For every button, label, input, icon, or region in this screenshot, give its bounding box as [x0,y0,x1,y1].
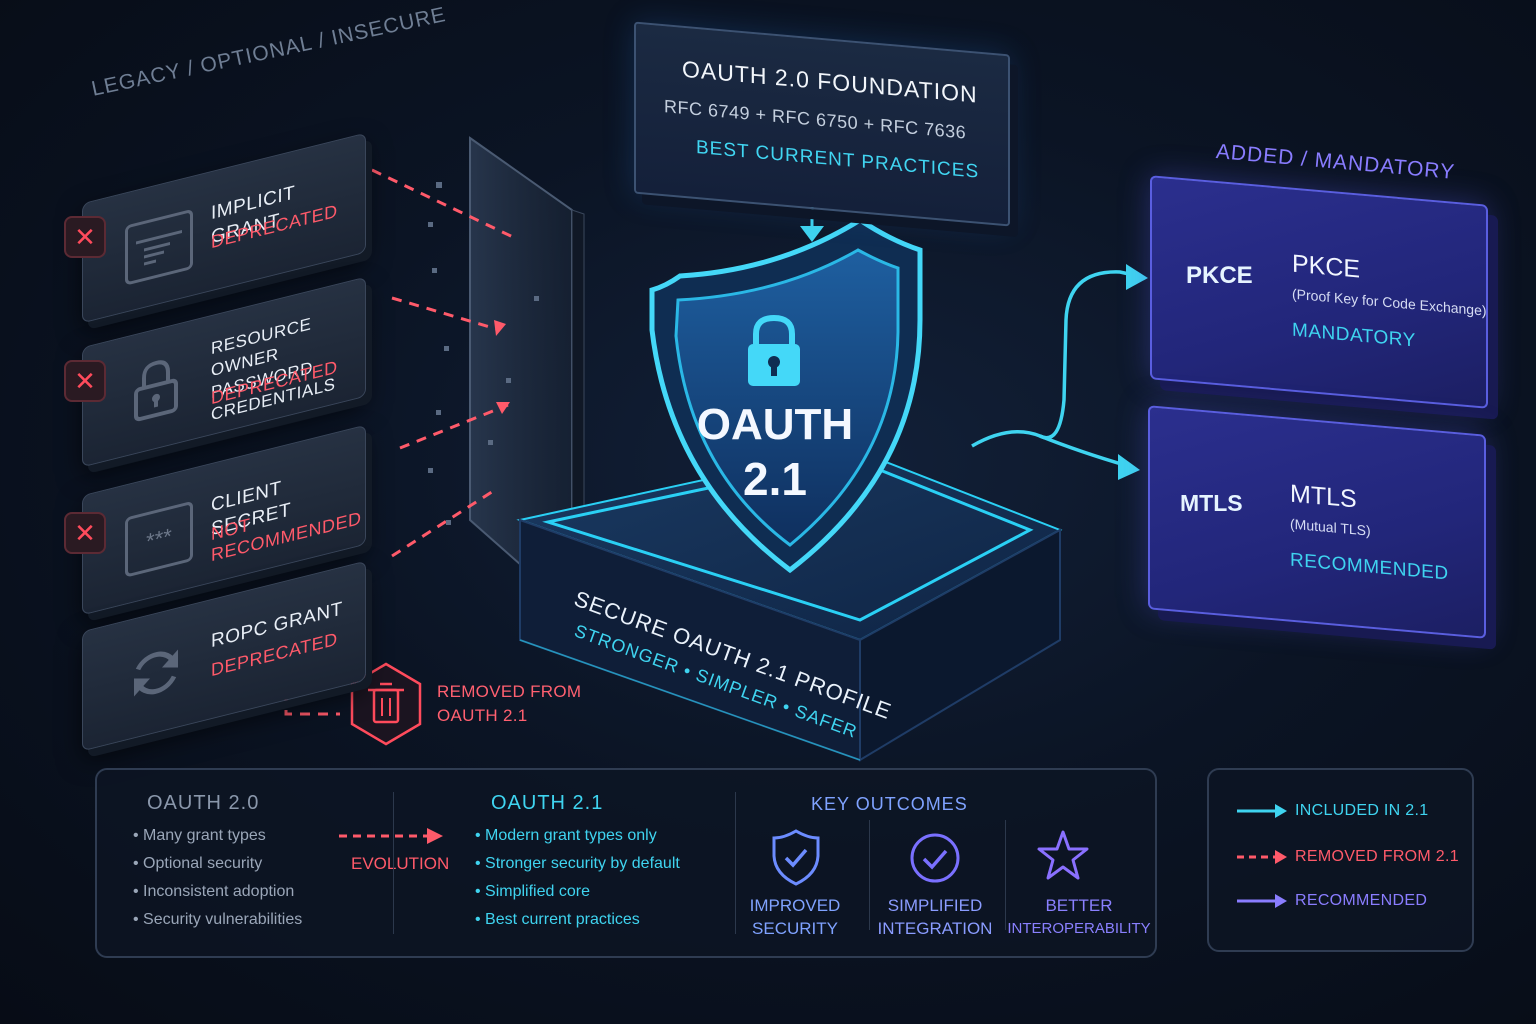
star-icon [1037,830,1089,880]
included-arrows [971,270,1139,468]
shield-title: OAUTH [696,400,854,449]
removed-arrows [284,168,516,716]
foundation-bcp: BEST CURRENT PRACTICES [696,136,980,183]
legacy-card-resource-owner: RESOURCE OWNER PASSWORD CREDENTIALS DEPR… [82,276,366,468]
refresh-icon [125,638,187,707]
outcome-line2: SECURITY [752,919,838,938]
legacy-card-ropc-grant: ROPC GRANT DEPRECATED [82,560,366,752]
legend-removed-label: REMOVED FROM 2.1 [1295,848,1459,865]
summary-panel: OAUTH 2.0 Many grant types Optional secu… [95,768,1157,958]
legacy-card-implicit-grant: IMPLICIT GRANT DEPRECATED [82,132,366,324]
shield-check-icon [772,829,820,886]
pkce-card: PKCE (Proof Key for Code Exchange) MANDA… [1150,175,1488,409]
legend-recommended-label: RECOMMENDED [1295,892,1428,909]
pkce-badge-label: PKCE [1186,262,1253,289]
legend: INCLUDED IN 2.1 REMOVED FROM 2.1 RECOMME… [1207,768,1474,952]
mtls-subtitle: (Mutual TLS) [1290,515,1371,539]
divider [393,792,394,934]
legend-removed-arrow [1237,850,1287,864]
divider [869,820,870,930]
password-field-icon: *** [125,500,193,578]
oauth21-title: OAUTH 2.1 [491,792,604,814]
close-icon: ✕ [64,360,106,402]
removed-line2: OAUTH 2.1 [437,706,528,725]
legend-included-label: INCLUDED IN 2.1 [1295,802,1429,819]
close-icon: ✕ [64,512,106,554]
outcome-line1: BETTER [1045,896,1113,915]
foundation-box: OAUTH 2.0 FOUNDATION RFC 6749 + RFC 6750… [634,21,1010,227]
circle-check-icon [910,833,960,883]
particles [428,182,539,525]
mtls-badge-label: MTLS [1180,490,1243,516]
outcome-line2: INTEGRATION [877,919,993,938]
oauth-shield-icon [649,217,923,574]
list-item: Best current practices [475,906,680,934]
outcome-better-interoperability: BETTER INTEROPERABILITY [1005,894,1153,940]
shield-version: 2.1 [743,453,807,505]
evolution-label: EVOLUTION [351,854,450,873]
oauth20-bullets: Many grant types Optional security Incon… [133,822,302,934]
list-item: Many grant types [133,822,302,850]
removed-line1: REMOVED FROM [437,682,582,701]
included-arrowheads [1118,264,1148,480]
list-item: Security vulnerabilities [133,906,302,934]
pkce-status: MANDATORY [1292,319,1416,352]
mtls-card: MTLS (Mutual TLS) RECOMMENDED [1148,405,1486,639]
outcomes-title: KEY OUTCOMES [811,794,968,814]
legend-included-arrow [1237,804,1287,818]
list-item: Modern grant types only [475,822,680,850]
outcome-improved-security: IMPROVED SECURITY [733,894,857,940]
browser-window-icon [125,208,193,286]
divider [735,792,736,934]
trash-icon [350,662,422,746]
oauth20-title: OAUTH 2.0 [147,792,260,814]
pkce-name: PKCE [1292,249,1361,284]
close-icon: ✕ [64,216,106,258]
list-item: Inconsistent adoption [133,878,302,906]
pkce-subtitle: (Proof Key for Code Exchange) [1292,285,1487,319]
legend-recommended-arrow [1237,894,1287,908]
list-item: Optional security [133,850,302,878]
list-item: Stronger security by default [475,850,680,878]
outcome-line1: SIMPLIFIED [887,896,983,915]
outcome-simplified-integration: SIMPLIFIED INTEGRATION [875,894,995,940]
outcome-line1: IMPROVED [749,896,841,915]
evolution-arrow-icon [339,828,443,844]
mtls-status: RECOMMENDED [1290,549,1449,585]
lock-icon [125,354,187,423]
list-item: Simplified core [475,878,680,906]
oauth21-bullets: Modern grant types only Stronger securit… [475,822,680,934]
mtls-name: MTLS [1290,479,1357,514]
removed-arrowheads [494,320,510,414]
outcome-line2: INTEROPERABILITY [1007,920,1151,937]
removed-from-label: REMOVED FROM OAUTH 2.1 [437,680,581,728]
divider [1005,820,1006,930]
